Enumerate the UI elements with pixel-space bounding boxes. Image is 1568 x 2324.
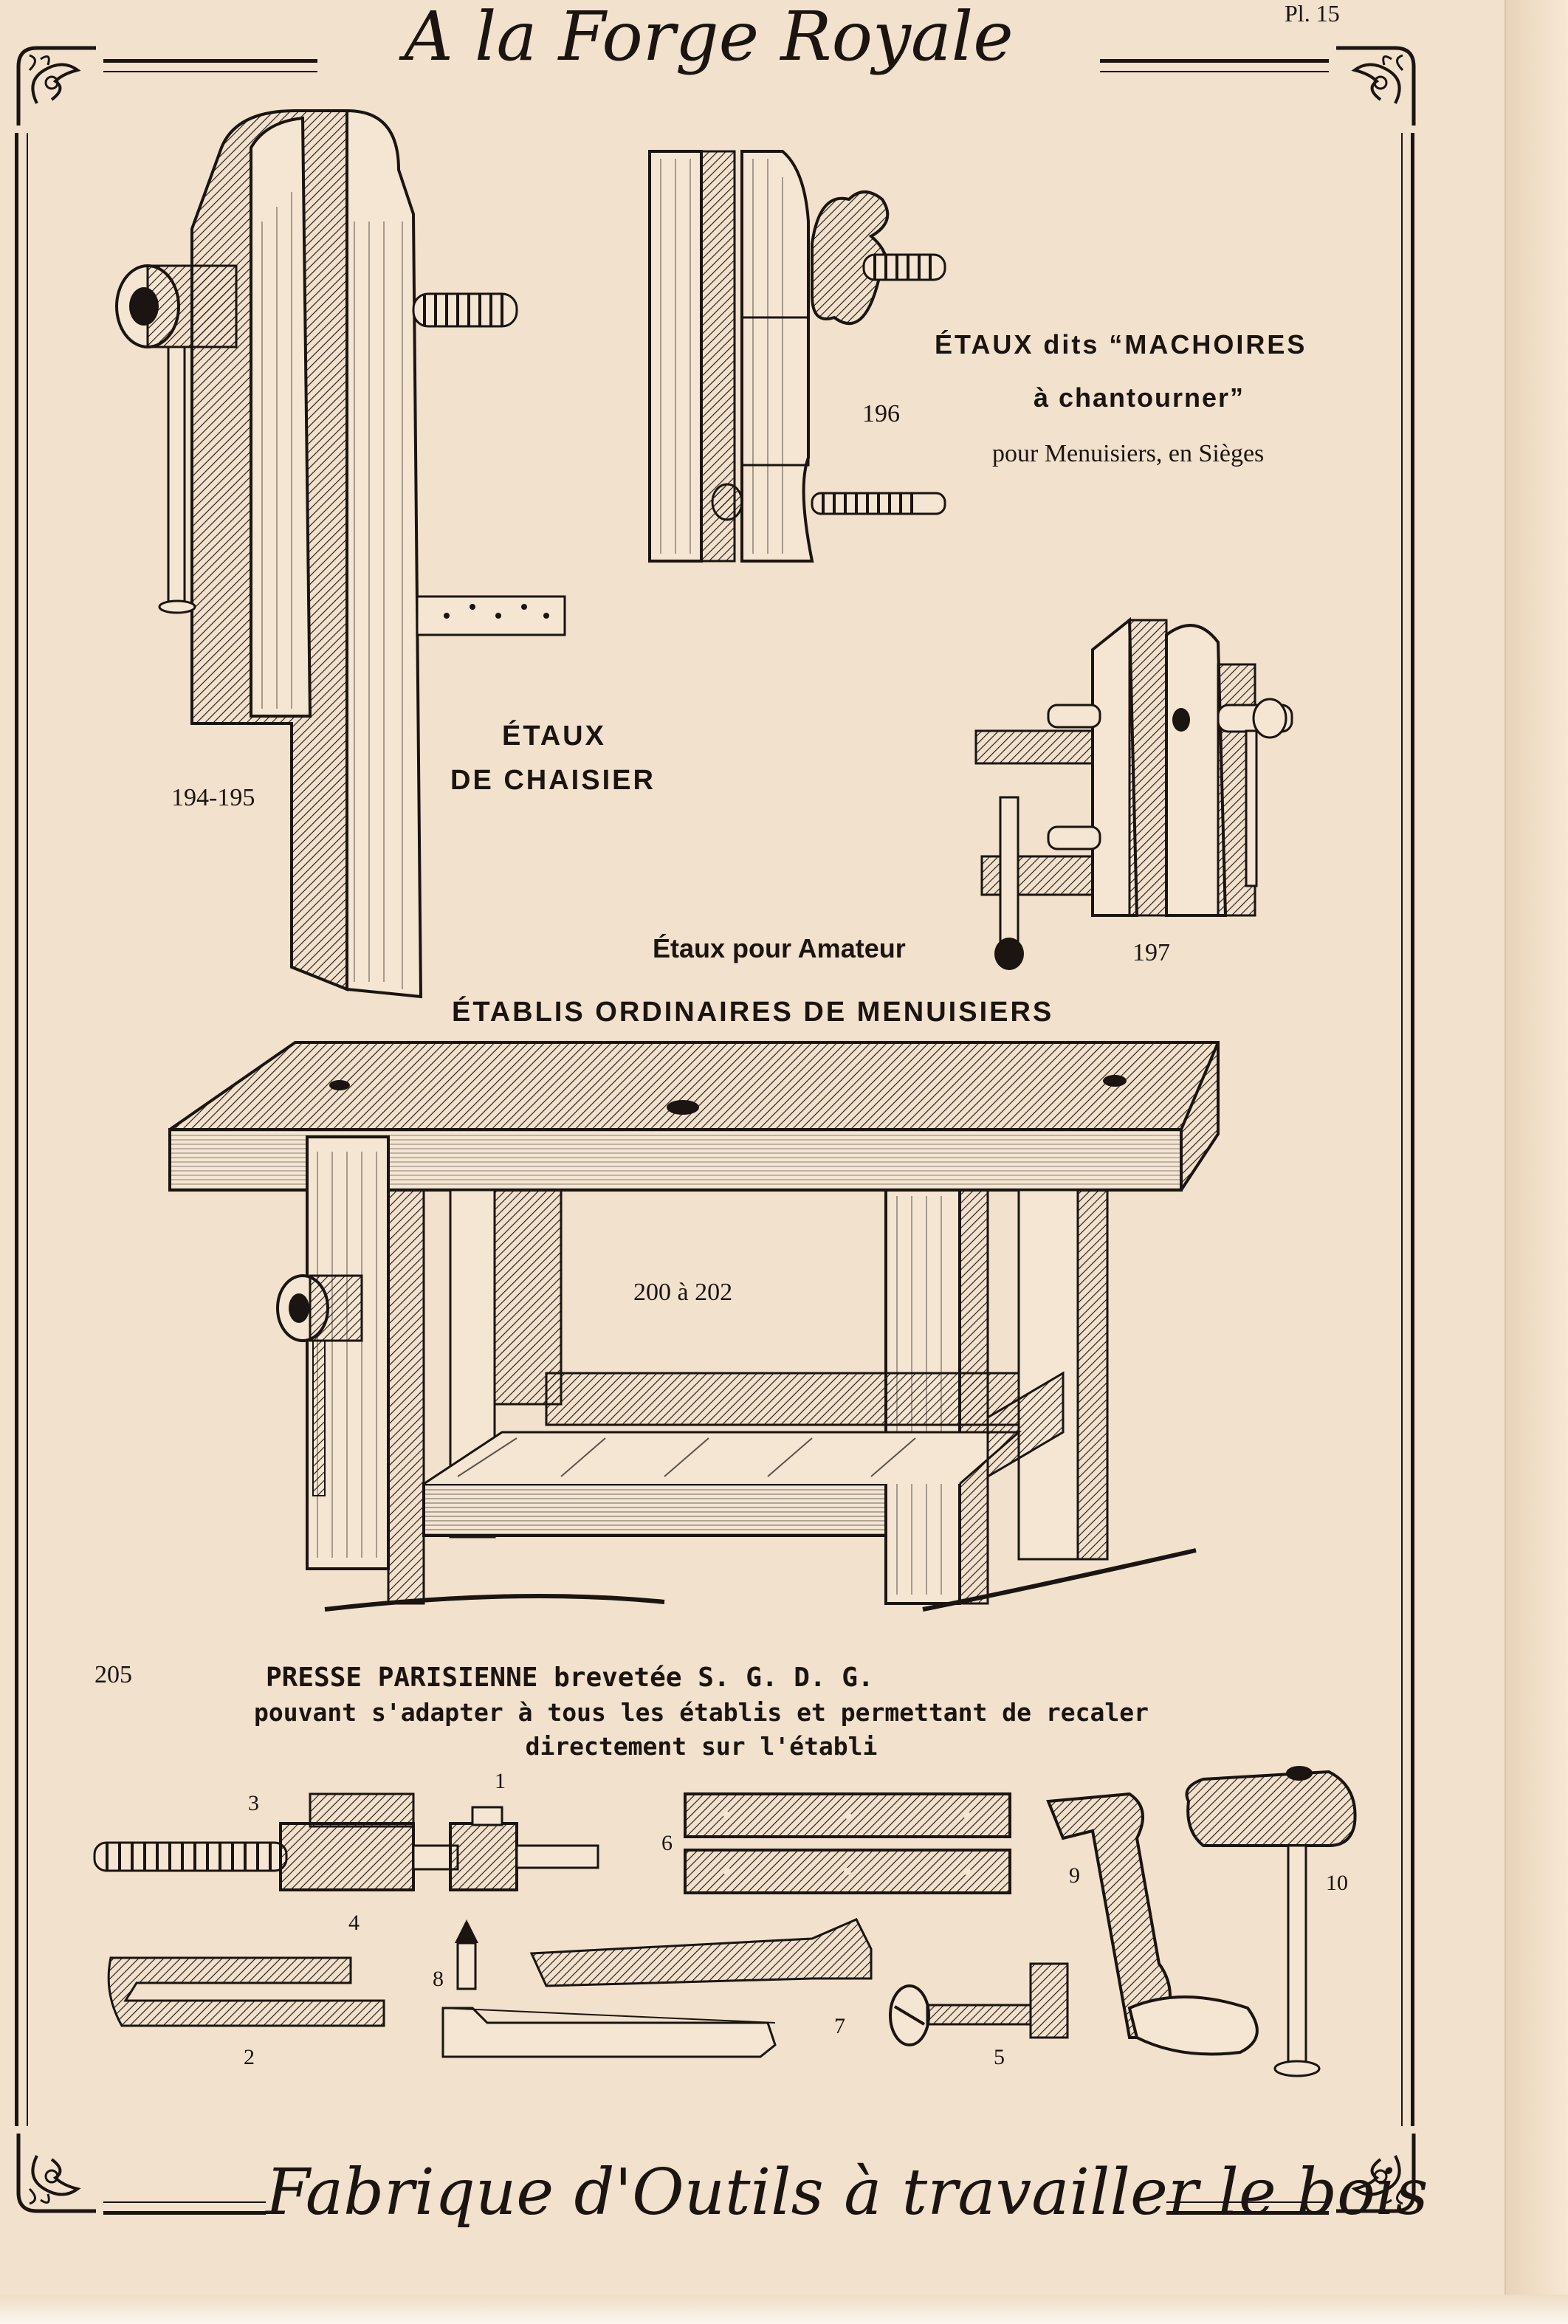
press-desc-1: pouvant s'adapter à tous les établis et …	[254, 1698, 1149, 1727]
part-3-label: 3	[248, 1791, 259, 1815]
amateur-vise-title: Étaux pour Amateur	[653, 933, 906, 963]
chair-vise-title-1: ÉTAUX	[502, 721, 606, 752]
part-10-label: 10	[1326, 1871, 1348, 1895]
part-8-label: 8	[433, 1967, 444, 1991]
vise-196-title-2: à chantourner”	[1034, 382, 1245, 413]
press-ref: 205	[94, 1661, 132, 1688]
chair-vise-ref: 194-195	[171, 784, 255, 811]
part-4-label: 4	[348, 1911, 360, 1935]
part-5-label: 5	[994, 2045, 1005, 2069]
corner-ornament-top-right	[1329, 37, 1425, 133]
corner-ornament-bottom-left	[7, 2126, 103, 2222]
workbench-title: ÉTABLIS ORDINAIRES DE MENUISIERS	[452, 997, 1054, 1028]
vise-196-subtitle: pour Menuisiers, en Sièges	[992, 440, 1265, 467]
amateur-vise-ref: 197	[1132, 939, 1170, 966]
corner-ornament-bottom-right	[1329, 2126, 1425, 2222]
press-title: PRESSE PARISIENNE brevetée S. G. D. G.	[266, 1663, 874, 1693]
part-7-label: 7	[834, 2014, 845, 2038]
part-6-label: 6	[661, 1831, 673, 1855]
part-1-label: 1	[495, 1769, 506, 1793]
header-title: A la Forge Royale	[404, 0, 1014, 76]
part-9-label: 9	[1069, 1863, 1080, 1888]
page-edge	[1505, 0, 1568, 2324]
page-bottom-edge	[0, 2294, 1568, 2324]
press-desc-2: directement sur l'établi	[525, 1732, 878, 1761]
plate-number: Pl. 15	[1285, 0, 1340, 27]
chair-vise-title-2: DE CHAISIER	[450, 765, 656, 796]
part-2-label: 2	[244, 2045, 255, 2069]
vise-196-ref: 196	[862, 400, 900, 427]
corner-ornament-top-left	[7, 37, 103, 133]
workbench-ref: 200 à 202	[633, 1279, 733, 1306]
vise-196-title-1: ÉTAUX dits “MACHOIRES	[935, 329, 1307, 360]
